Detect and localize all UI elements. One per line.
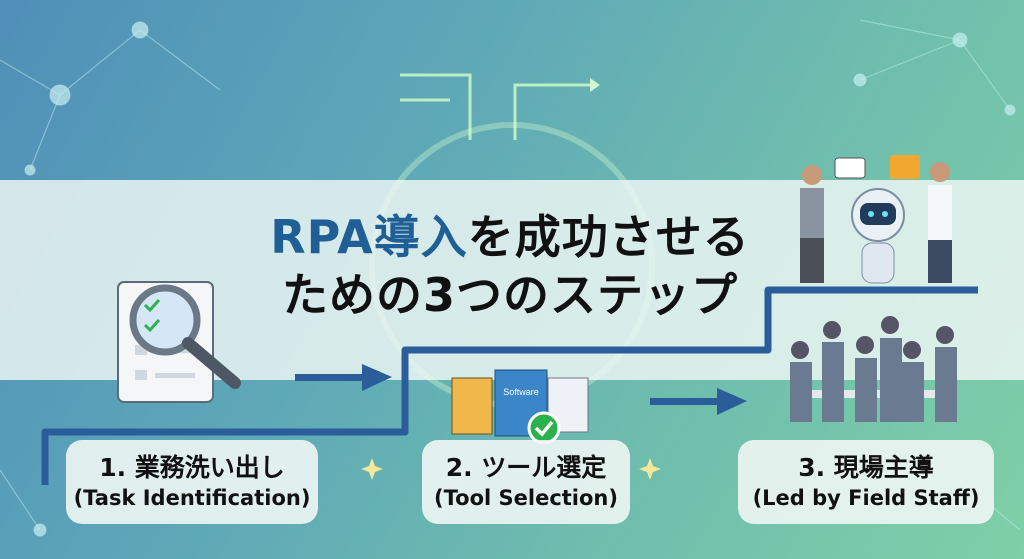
svg-text:Software: Software — [503, 387, 539, 397]
step-1-label: 1. 業務洗い出し (Task Identification) — [66, 440, 318, 524]
title-line1: を成功させる — [467, 210, 750, 264]
step-3-label: 3. 現場主導 (Led by Field Staff) — [738, 440, 994, 524]
title-accent: RPA導入 — [270, 210, 468, 264]
arrow-icon — [295, 364, 747, 415]
step-3-subtitle: (Led by Field Staff) — [752, 486, 980, 510]
software-boxes-icon: Software — [451, 369, 589, 445]
team-robot-icon — [790, 155, 957, 422]
step-2-title: 2. ツール選定 — [445, 453, 607, 482]
step-1-subtitle: (Task Identification) — [73, 486, 311, 510]
sparkle-icon — [361, 458, 661, 480]
step-2-subtitle: (Tool Selection) — [434, 486, 618, 510]
title-line2: ための3つのステップ — [281, 268, 738, 322]
magnifier-checklist-icon — [117, 281, 241, 403]
staircase-line — [41, 286, 978, 485]
page-title: RPA導入を成功させる ための3つのステップ — [250, 208, 770, 324]
step-1-title: 1. 業務洗い出し — [99, 453, 285, 482]
step-3-title: 3. 現場主導 — [798, 453, 934, 482]
step-2-label: 2. ツール選定 (Tool Selection) — [422, 440, 630, 524]
